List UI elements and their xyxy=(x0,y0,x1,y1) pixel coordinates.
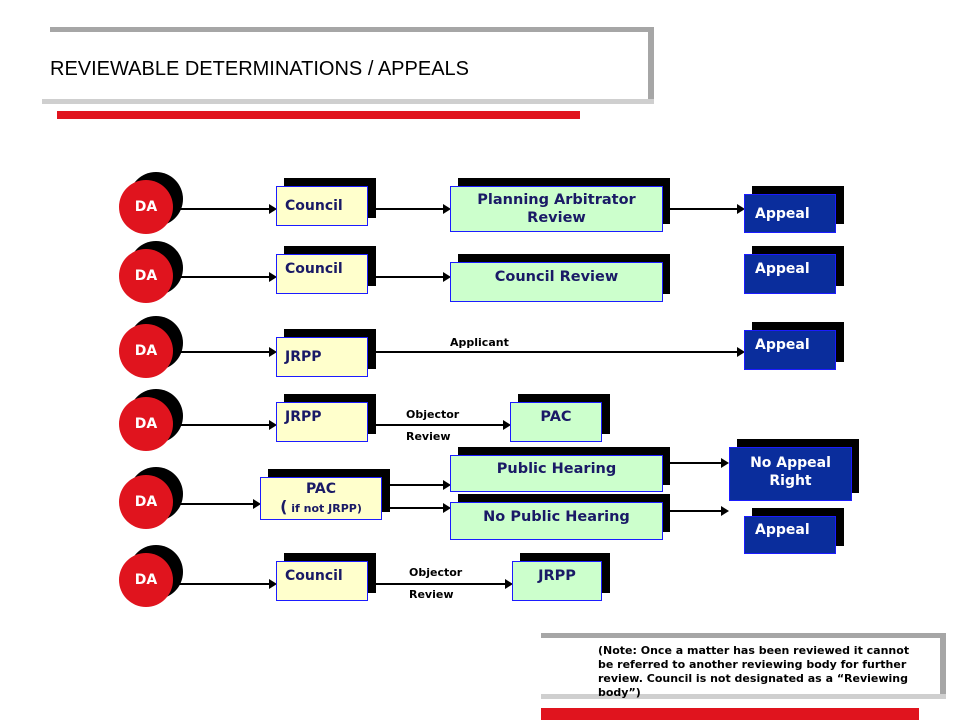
path-label-objector: Objector xyxy=(409,566,463,579)
da-node-label: DA xyxy=(119,553,173,607)
box-label: Council Review xyxy=(450,262,663,302)
note-frame-shadow xyxy=(541,633,946,638)
box-label: Public Hearing xyxy=(450,455,663,492)
flow-arrow xyxy=(173,499,261,509)
box-label: Council xyxy=(276,186,368,226)
flow-arrow xyxy=(369,420,511,430)
footnote-text: (Note: Once a matter has been reviewed i… xyxy=(598,644,910,699)
da-node-label: DA xyxy=(119,475,173,529)
flow-arrow xyxy=(173,579,277,589)
box-label: Appeal xyxy=(744,194,836,233)
title-frame-shadow xyxy=(42,99,654,104)
box-label: JRPP xyxy=(276,337,368,377)
da-node: DA xyxy=(119,316,183,378)
title-frame xyxy=(42,27,654,104)
title-underline-bar xyxy=(57,111,580,119)
box-label: Planning Arbitrator Review xyxy=(450,186,663,232)
flow-arrow xyxy=(173,272,277,282)
box-label: No Appeal Right xyxy=(729,447,852,501)
box-label: PAC xyxy=(510,402,602,442)
flow-arrow xyxy=(369,272,451,282)
flow-arrow xyxy=(369,579,513,589)
flow-arrow xyxy=(663,506,729,516)
box-label: Council xyxy=(276,561,368,601)
flow-arrow xyxy=(663,458,729,468)
box-label: Appeal xyxy=(744,516,836,554)
da-node-label: DA xyxy=(119,249,173,303)
da-node: DA xyxy=(119,467,183,529)
pac-label: PAC xyxy=(305,480,337,497)
path-label-objector: Objector xyxy=(406,408,460,421)
path-label-review: Review xyxy=(406,430,451,443)
box-label: Council xyxy=(276,254,368,294)
flow-arrow xyxy=(369,347,745,357)
note-frame xyxy=(541,633,946,699)
flow-arrow xyxy=(369,204,451,214)
flow-arrow xyxy=(383,480,451,490)
title-frame-shadow xyxy=(648,27,654,104)
flow-arrow xyxy=(173,347,277,357)
box-label: Appeal xyxy=(744,254,836,294)
da-node-label: DA xyxy=(119,180,173,234)
box-label: JRPP xyxy=(276,402,368,442)
box-label: PAC ( if not JRPP) xyxy=(260,477,382,520)
box-label: Appeal xyxy=(744,330,836,370)
box-label: No Public Hearing xyxy=(450,502,663,540)
da-node: DA xyxy=(119,172,183,234)
da-node: DA xyxy=(119,241,183,303)
flow-arrow xyxy=(173,420,277,430)
path-label-review: Review xyxy=(409,588,454,601)
path-label-applicant: Applicant xyxy=(450,336,509,349)
box-label: JRPP xyxy=(512,561,602,601)
flow-arrow xyxy=(173,204,277,214)
note-frame-shadow xyxy=(541,694,946,699)
no-appeal-line: No Appeal xyxy=(750,455,831,471)
right-line: Right xyxy=(769,473,812,489)
page-title: REVIEWABLE DETERMINATIONS / APPEALS xyxy=(50,58,469,80)
flow-arrow xyxy=(663,204,745,214)
title-frame-shadow xyxy=(50,27,654,32)
footnote-bar xyxy=(541,708,919,720)
da-node: DA xyxy=(119,389,183,451)
note-frame-shadow xyxy=(940,633,946,699)
da-node-label: DA xyxy=(119,397,173,451)
pac-qualifier: ( if not JRPP) xyxy=(280,496,362,516)
da-node: DA xyxy=(119,545,183,607)
flow-arrow xyxy=(383,503,451,513)
da-node-label: DA xyxy=(119,324,173,378)
